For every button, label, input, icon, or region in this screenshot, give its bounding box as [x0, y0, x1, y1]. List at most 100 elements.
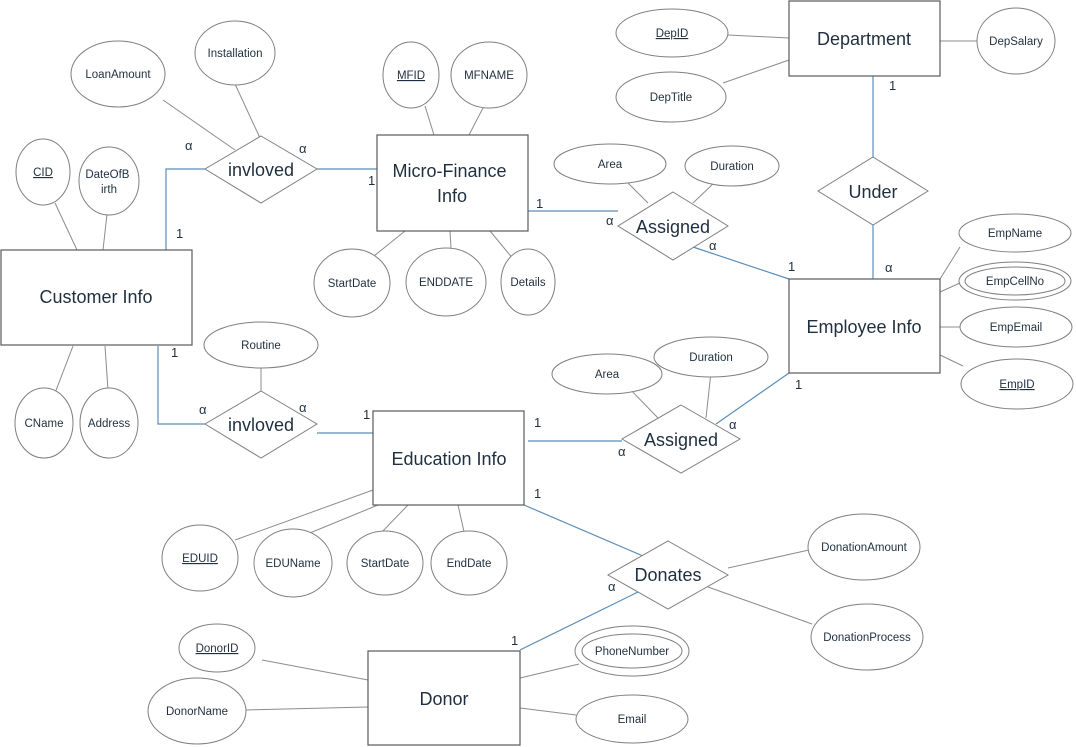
relationship-assigned-top[interactable]: Assigned: [617, 191, 729, 261]
cardinality-labels: α α 1 1 1 α α 1 1 α α 1 1 α α 1 1 α 1 α …: [171, 78, 896, 648]
attribute-mfid[interactable]: MFID: [382, 41, 440, 109]
attribute-mf-details[interactable]: Details: [500, 248, 556, 316]
entity-label: Customer Info: [39, 287, 152, 307]
attribute-label: Area: [598, 159, 623, 171]
attribute-cname[interactable]: CName: [14, 387, 74, 459]
attribute-label: DepTitle: [650, 92, 692, 104]
entity-label: Micro-Finance Info: [392, 161, 511, 206]
relationship-under[interactable]: Under: [817, 156, 929, 226]
attribute-label: CID: [33, 167, 53, 179]
attribute-label: DepID: [656, 28, 689, 40]
cardinality-many: α: [199, 402, 207, 417]
entity-employee-info[interactable]: Employee Info: [788, 278, 941, 374]
attribute-label: DonationAmount: [821, 542, 907, 554]
attribute-donor-id[interactable]: DonorID: [178, 623, 256, 673]
attribute-address[interactable]: Address: [79, 387, 139, 459]
attribute-label: Routine: [241, 340, 281, 352]
attribute-donor-name[interactable]: DonorName: [147, 677, 247, 745]
cardinality-one: 1: [363, 407, 370, 422]
relationship-lines: [157, 76, 874, 651]
attribute-label: EDUID: [182, 553, 218, 565]
attribute-date-of-birth[interactable]: DateOfB irth: [78, 146, 140, 216]
attribute-label: Duration: [689, 352, 732, 364]
attribute-area-bottom[interactable]: Area: [551, 353, 663, 395]
attribute-dep-salary[interactable]: DepSalary: [976, 7, 1056, 75]
attribute-label: StartDate: [328, 278, 377, 290]
relationship-donates[interactable]: Donates: [606, 540, 730, 610]
relationship-involved-top[interactable]: invloved: [204, 135, 318, 204]
attribute-label: EDUName: [266, 558, 321, 570]
attribute-routine[interactable]: Routine: [203, 321, 319, 369]
attribute-donation-process[interactable]: DonationProcess: [810, 603, 924, 671]
entity-donor[interactable]: Donor: [367, 650, 521, 746]
relationship-label: invloved: [228, 415, 294, 435]
attribute-label: EmpID: [999, 379, 1034, 391]
attribute-label: Details: [510, 277, 545, 289]
attribute-label: StartDate: [361, 558, 410, 570]
attribute-label-line-2: irth: [101, 184, 117, 196]
attribute-label-line-1: DateOfB: [85, 169, 129, 181]
attribute-label: LoanAmount: [85, 69, 151, 81]
cardinality-one: 1: [788, 259, 795, 274]
attribute-label: DonorName: [166, 706, 228, 718]
attribute-label: DateOfB irth: [85, 169, 132, 196]
attribute-emp-name[interactable]: EmpName: [958, 213, 1072, 253]
cardinality-one: 1: [534, 486, 541, 501]
attribute-label: EmpEmail: [990, 322, 1042, 334]
attribute-label: Installation: [208, 48, 263, 60]
entity-department[interactable]: Department: [788, 0, 941, 77]
attribute-label: Duration: [710, 161, 753, 173]
attribute-emp-email[interactable]: EmpEmail: [959, 306, 1073, 348]
attribute-label: ENDDATE: [419, 277, 473, 289]
cardinality-one: 1: [511, 633, 518, 648]
entity-label: Employee Info: [806, 317, 921, 337]
relationship-label: invloved: [228, 160, 294, 180]
entity-label-line-2: Info: [437, 186, 467, 206]
relationship-label: Assigned: [636, 217, 710, 237]
attribute-dep-title[interactable]: DepTitle: [615, 71, 727, 123]
cardinality-one: 1: [171, 345, 178, 360]
attribute-loan-amount[interactable]: LoanAmount: [70, 40, 166, 108]
attribute-dep-id[interactable]: DepID: [615, 8, 729, 58]
attribute-edu-start-date[interactable]: StartDate: [346, 530, 424, 596]
attribute-mf-start-date[interactable]: StartDate: [313, 248, 391, 318]
attribute-label: Address: [88, 418, 130, 430]
entity-education-info[interactable]: Education Info: [372, 410, 525, 506]
cardinality-one: 1: [176, 226, 183, 241]
cardinality-many: α: [618, 444, 626, 459]
attribute-label: Area: [595, 369, 620, 381]
attribute-emp-cell-no[interactable]: EmpCellNo: [958, 261, 1072, 301]
attribute-label: PhoneNumber: [595, 646, 669, 658]
entity-micro-finance-info[interactable]: Micro-Finance Info: [376, 134, 529, 232]
attribute-edu-end-date[interactable]: EndDate: [430, 530, 508, 596]
entity-label: Donor: [419, 689, 468, 709]
attribute-label: DepSalary: [989, 36, 1043, 48]
cardinality-one: 1: [795, 377, 802, 392]
attribute-phone-number[interactable]: PhoneNumber: [574, 625, 690, 677]
attribute-mfname[interactable]: MFNAME: [450, 41, 528, 109]
attribute-duration-top[interactable]: Duration: [684, 145, 780, 187]
attribute-label: MFID: [397, 70, 425, 82]
entity-label: Department: [817, 29, 911, 49]
attribute-mf-end-date[interactable]: ENDDATE: [405, 247, 487, 317]
entity-customer-info[interactable]: Customer Info: [0, 249, 193, 346]
attribute-eduname[interactable]: EDUName: [253, 528, 333, 598]
cardinality-many: α: [885, 260, 893, 275]
attribute-emp-id[interactable]: EmpID: [960, 358, 1074, 410]
relationship-assigned-bottom[interactable]: Assigned: [620, 404, 742, 474]
attribute-installation[interactable]: Installation: [194, 20, 276, 86]
attribute-label: MFNAME: [464, 70, 514, 82]
relationship-involved-bottom[interactable]: invloved: [204, 390, 318, 459]
cardinality-one: 1: [536, 196, 543, 211]
attribute-label: CName: [25, 418, 64, 430]
cardinality-many: α: [299, 141, 307, 156]
attribute-area-top[interactable]: Area: [553, 143, 667, 185]
attribute-label: EmpCellNo: [986, 276, 1044, 288]
attribute-duration-bottom[interactable]: Duration: [653, 336, 769, 378]
attribute-eduid[interactable]: EDUID: [161, 524, 239, 592]
cardinality-one: 1: [368, 173, 375, 188]
attribute-donation-amount[interactable]: DonationAmount: [807, 513, 921, 581]
attribute-email[interactable]: Email: [575, 694, 689, 744]
entity-label-line-1: Micro-Finance: [392, 161, 506, 181]
attribute-cid[interactable]: CID: [15, 138, 71, 206]
